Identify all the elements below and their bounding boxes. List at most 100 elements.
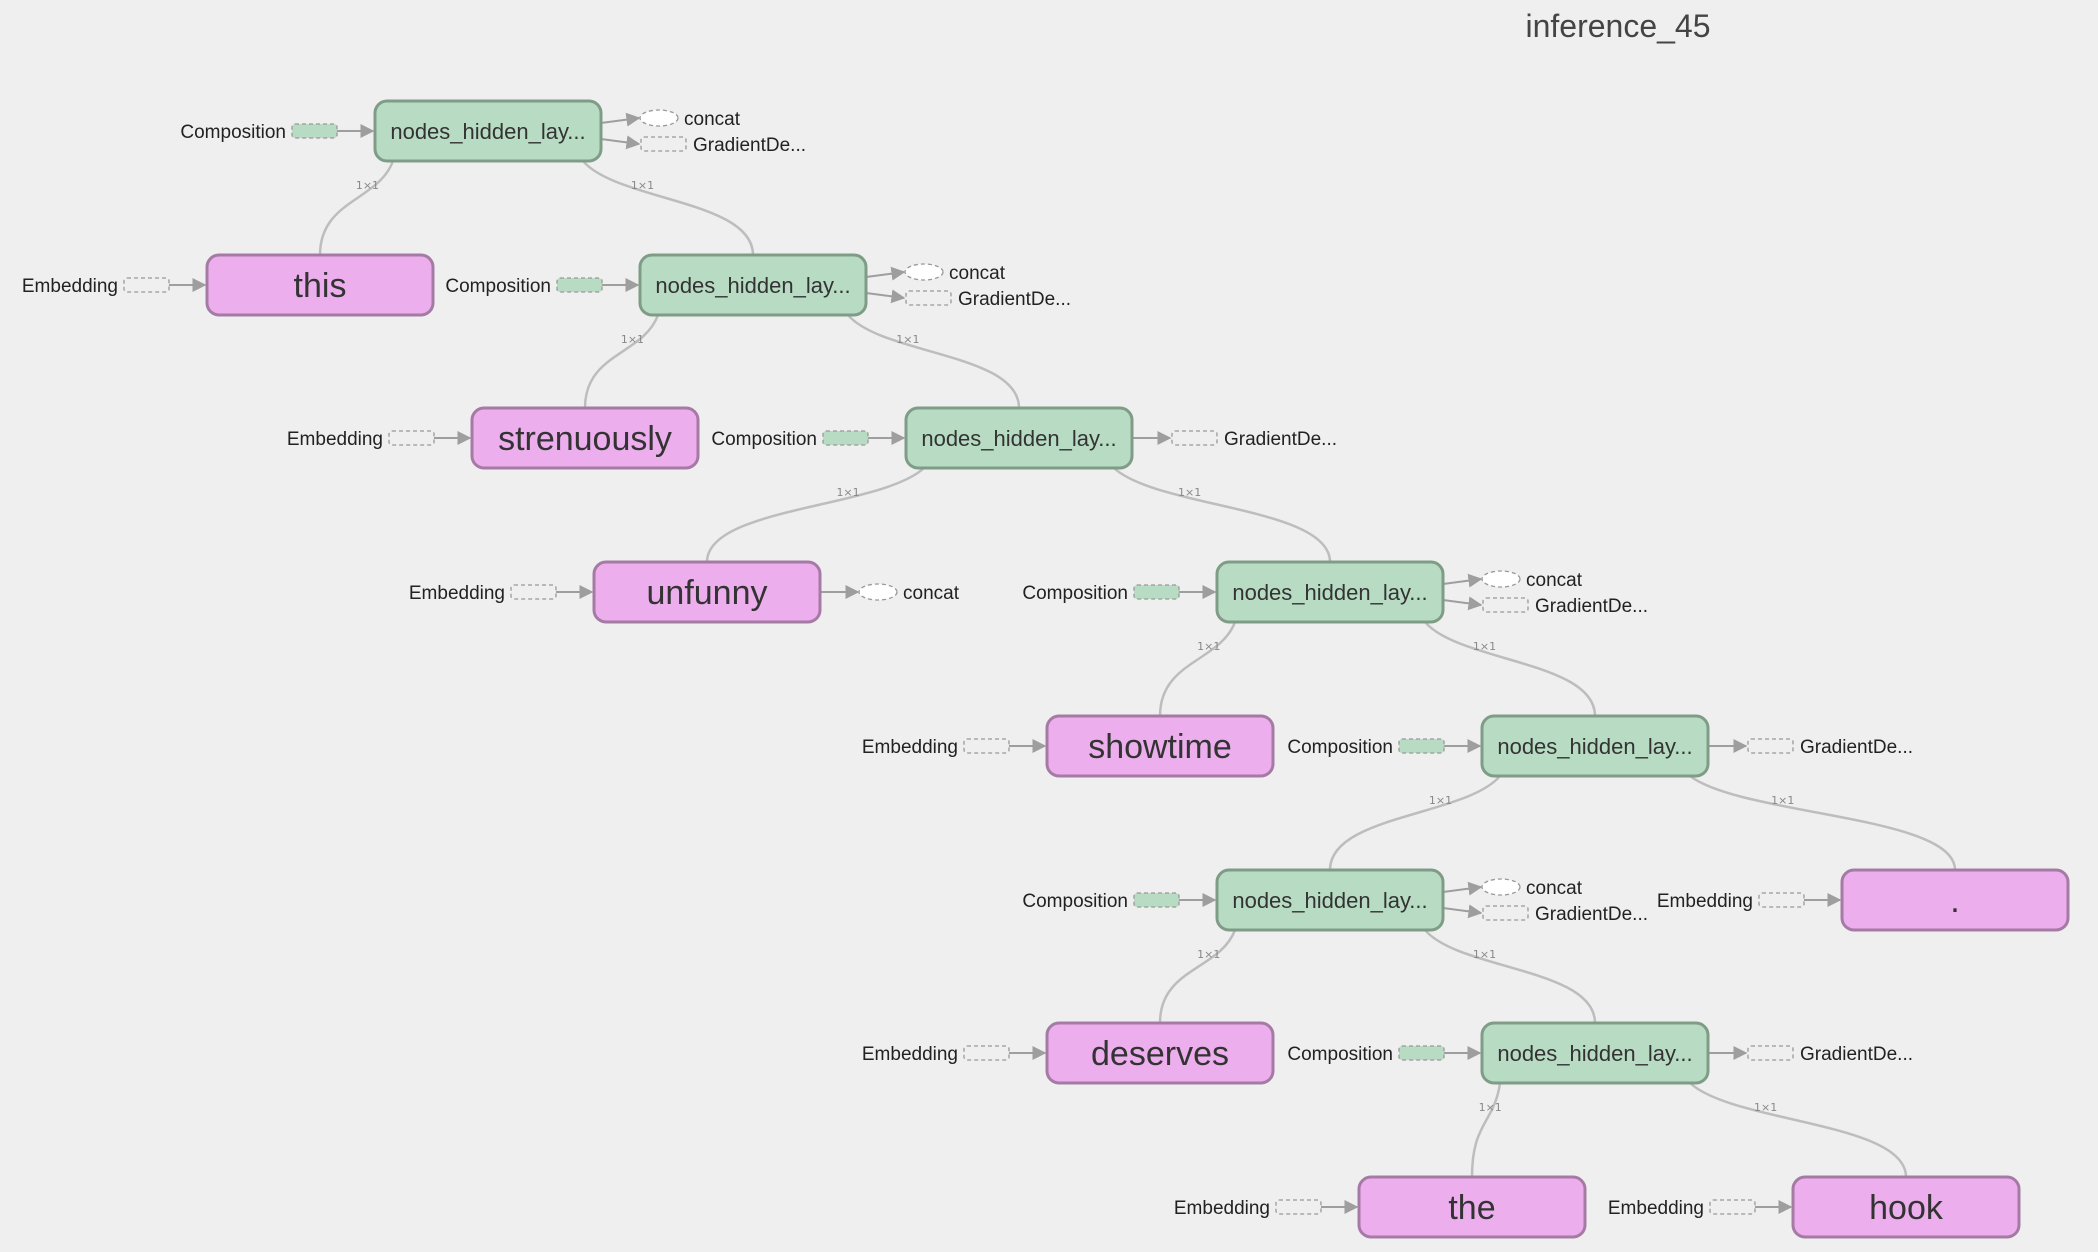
hidden-output-gradient-label: GradientDe... (1800, 737, 1913, 758)
hidden-output-concat-node (1481, 570, 1521, 588)
hidden-layer-node-label: nodes_hidden_lay... (1497, 734, 1692, 759)
edge-shape-label: 1×1 (631, 179, 654, 192)
embedding-input-box (388, 430, 435, 446)
hidden-output-gradient-label: GradientDe... (1224, 429, 1337, 450)
hidden-layer-node-box[interactable] (1215, 868, 1445, 932)
composition-input-box (1133, 584, 1180, 600)
word-node-label: the (1448, 1189, 1495, 1227)
tree-edge (1689, 775, 1957, 871)
embedding-input-box (963, 738, 1010, 754)
hidden-output-concat-node (1481, 878, 1521, 896)
word-output-concat-node (858, 583, 898, 601)
word-node[interactable]: showtime (1045, 714, 1275, 778)
embedding-input-label: Embedding (1608, 1198, 1704, 1219)
embedding-input-box (1758, 892, 1805, 908)
embedding-input-label: Embedding (287, 429, 383, 450)
edge-shape-label: 1×1 (836, 486, 859, 499)
arrow-edge (865, 266, 906, 281)
word-node-label: showtime (1088, 728, 1232, 766)
composition-input-label: Composition (445, 276, 551, 297)
edge-shape-label: 1×1 (356, 179, 379, 192)
tree-nodes: nodes_hidden_lay...nodes_hidden_lay...no… (205, 99, 2070, 1239)
edge-shape-label: 1×1 (1197, 640, 1220, 653)
tree-edge (582, 160, 755, 256)
hidden-layer-node-box[interactable] (1480, 1021, 1710, 1085)
hidden-layer-node[interactable]: nodes_hidden_lay... (904, 406, 1134, 470)
hidden-output-gradient-node (905, 290, 952, 306)
hidden-layer-node[interactable]: nodes_hidden_lay... (1480, 1021, 1710, 1085)
hidden-layer-node-label: nodes_hidden_lay... (1497, 1041, 1692, 1066)
composition-input-label: Composition (180, 122, 286, 143)
hidden-layer-node[interactable]: nodes_hidden_lay... (1480, 714, 1710, 778)
hidden-output-gradient-node (1171, 430, 1218, 446)
word-node-box[interactable] (205, 253, 435, 317)
hidden-output-gradient-label: GradientDe... (693, 135, 806, 156)
word-node-label: this (294, 267, 347, 305)
arrow-edge (1442, 573, 1483, 588)
word-node[interactable]: deserves (1045, 1021, 1275, 1085)
embedding-input-label: Embedding (409, 583, 505, 604)
hidden-layer-node[interactable]: nodes_hidden_lay... (373, 99, 603, 163)
tree-edge (583, 314, 660, 409)
tree-edge (847, 314, 1021, 409)
hidden-layer-node-label: nodes_hidden_lay... (921, 426, 1116, 451)
hidden-output-gradient-node (1747, 1045, 1794, 1061)
word-output-concat-label: concat (903, 583, 960, 604)
hidden-layer-node-box[interactable] (373, 99, 603, 163)
word-node[interactable]: this (205, 253, 435, 317)
word-node-box[interactable] (1045, 1021, 1275, 1085)
word-node[interactable]: unfunny (592, 560, 822, 624)
hidden-output-gradient-node (1747, 738, 1794, 754)
hidden-layer-node[interactable]: nodes_hidden_lay... (1215, 560, 1445, 624)
word-node-box[interactable] (592, 560, 822, 624)
embedding-input-label: Embedding (862, 1044, 958, 1065)
auxiliary-nodes: CompositionconcatGradientDe...Compositio… (22, 109, 1913, 1219)
word-node-box[interactable] (1357, 1175, 1587, 1239)
hidden-layer-node-box[interactable] (638, 253, 868, 317)
arrow-edge (1442, 596, 1483, 611)
word-node[interactable]: . (1840, 868, 2070, 932)
hidden-layer-node-box[interactable] (904, 406, 1134, 470)
word-node-label: strenuously (498, 420, 672, 458)
composition-input-label: Composition (1022, 583, 1128, 604)
embedding-input-label: Embedding (1174, 1198, 1270, 1219)
hidden-layer-node-box[interactable] (1480, 714, 1710, 778)
hidden-output-gradient-label: GradientDe... (958, 289, 1071, 310)
word-node-box[interactable] (1045, 714, 1275, 778)
word-node-box[interactable] (1791, 1175, 2021, 1239)
edge-shape-label: 1×1 (621, 333, 644, 346)
composition-input-box (1133, 892, 1180, 908)
hidden-layer-node[interactable]: nodes_hidden_lay... (638, 253, 868, 317)
hidden-layer-node-box[interactable] (1215, 560, 1445, 624)
word-node[interactable]: the (1357, 1175, 1587, 1239)
hidden-output-gradient-node (1482, 905, 1529, 921)
embedding-input-label: Embedding (862, 737, 958, 758)
arrow-edge (600, 112, 641, 127)
tree-edge (1424, 929, 1597, 1024)
arrow-edge (865, 289, 906, 304)
word-node-box[interactable] (1840, 868, 2070, 932)
edge-shape-label: 1×1 (1479, 1101, 1502, 1114)
word-node-label: . (1950, 882, 1959, 920)
tree-edge (318, 160, 395, 256)
word-node[interactable]: hook (1791, 1175, 2021, 1239)
hidden-layer-node[interactable]: nodes_hidden_lay... (1215, 868, 1445, 932)
tree-edge (1424, 621, 1597, 717)
hidden-output-gradient-label: GradientDe... (1800, 1044, 1913, 1065)
embedding-input-box (510, 584, 557, 600)
arrow-edge (1442, 881, 1483, 896)
hidden-layer-node-label: nodes_hidden_lay... (390, 119, 585, 144)
edge-shape-label: 1×1 (1473, 640, 1496, 653)
word-node-box[interactable] (470, 406, 700, 470)
composition-input-box (291, 123, 338, 139)
composition-input-label: Composition (711, 429, 817, 450)
hidden-layer-node-label: nodes_hidden_lay... (655, 273, 850, 298)
composition-input-label: Composition (1287, 737, 1393, 758)
hidden-layer-node-label: nodes_hidden_lay... (1232, 888, 1427, 913)
hidden-output-concat-node (904, 263, 944, 281)
word-node[interactable]: strenuously (470, 406, 700, 470)
edge-shape-label: 1×1 (1178, 486, 1201, 499)
hidden-output-gradient-label: GradientDe... (1535, 904, 1648, 925)
hidden-output-concat-label: concat (684, 109, 741, 130)
